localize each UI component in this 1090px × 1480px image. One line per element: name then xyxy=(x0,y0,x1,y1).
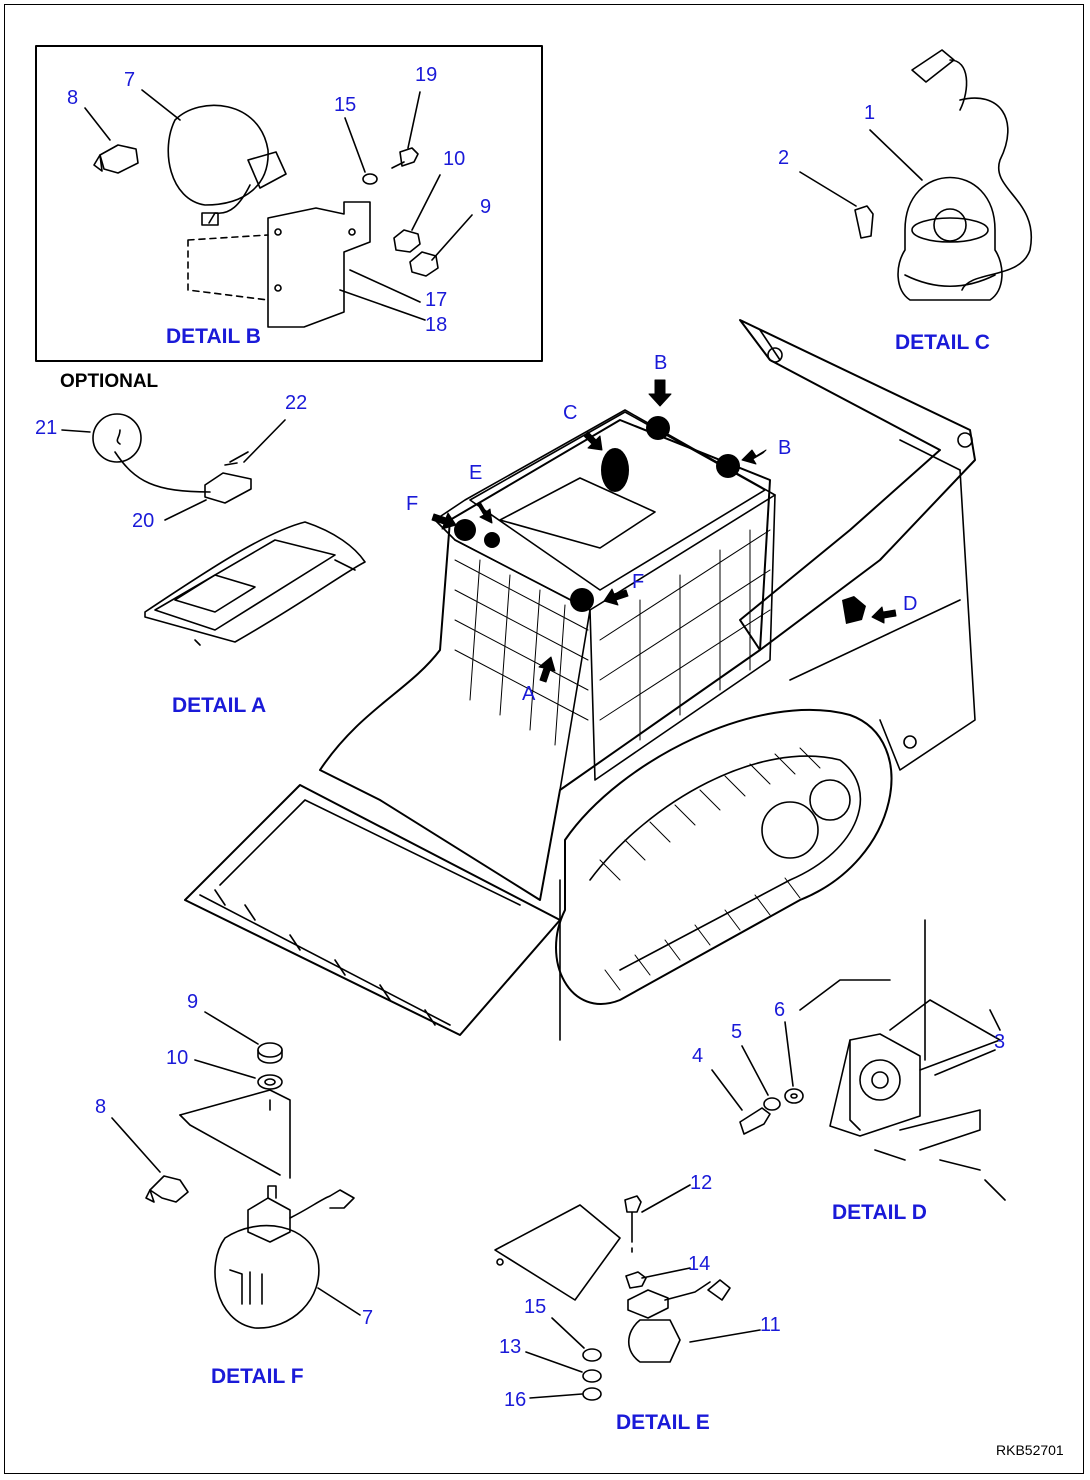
callout-b-18: 18 xyxy=(425,314,448,336)
callout-f-7: 7 xyxy=(362,1307,374,1329)
detail-d-drawing xyxy=(711,919,1006,1201)
detail-e-label: DETAIL E xyxy=(616,1411,710,1434)
optional-label: OPTIONAL xyxy=(60,371,159,392)
detail-c-drawing xyxy=(799,49,1033,301)
detail-d-label: DETAIL D xyxy=(832,1201,927,1224)
callout-e-16: 16 xyxy=(504,1389,527,1411)
callout-e-15: 15 xyxy=(524,1296,547,1318)
detail-a-label: DETAIL A xyxy=(172,694,267,717)
detail-a-drawing xyxy=(144,521,366,646)
callout-d-5: 5 xyxy=(731,1021,743,1043)
marker-f-right: F xyxy=(632,571,645,593)
detail-c-label: DETAIL C xyxy=(895,331,990,354)
marker-b-top: B xyxy=(654,352,668,374)
callout-d-3: 3 xyxy=(994,1031,1006,1053)
detail-f-label: DETAIL F xyxy=(211,1365,304,1388)
callout-e-13: 13 xyxy=(499,1336,522,1358)
marker-a: A xyxy=(522,683,536,705)
detail-b-label: DETAIL B xyxy=(166,325,261,348)
marker-c: C xyxy=(563,402,578,424)
page-border xyxy=(4,4,1084,1474)
callout-c-2: 2 xyxy=(778,147,790,169)
callout-b-10: 10 xyxy=(443,148,466,170)
detail-e-drawing xyxy=(494,1184,761,1401)
callout-opt-21: 21 xyxy=(35,417,58,439)
marker-b-right: B xyxy=(778,437,792,459)
callout-f-10: 10 xyxy=(166,1047,189,1069)
callout-b-7: 7 xyxy=(124,69,136,91)
callout-d-4: 4 xyxy=(692,1045,704,1067)
callout-b-8: 8 xyxy=(67,87,79,109)
callout-d-6: 6 xyxy=(774,999,786,1021)
detail-f-drawing xyxy=(111,1011,361,1329)
callout-e-11: 11 xyxy=(760,1314,781,1336)
callout-f-8: 8 xyxy=(95,1096,107,1118)
marker-e: E xyxy=(469,462,483,484)
marker-f-left: F xyxy=(406,493,419,515)
callout-b-9: 9 xyxy=(480,196,492,218)
callout-b-15: 15 xyxy=(334,94,357,116)
detail-b-drawing xyxy=(84,89,473,328)
callout-e-14: 14 xyxy=(688,1253,711,1275)
optional-switch-drawing xyxy=(61,413,286,521)
marker-d: D xyxy=(903,593,918,615)
callout-c-1: 1 xyxy=(864,102,876,124)
callout-b-17: 17 xyxy=(425,289,448,311)
drawing-code: RKB52701 xyxy=(996,1442,1064,1458)
callout-opt-20: 20 xyxy=(132,510,155,532)
callout-e-12: 12 xyxy=(690,1172,713,1194)
callout-b-19: 19 xyxy=(415,64,438,86)
detail-b-frame xyxy=(35,45,543,362)
callout-opt-22: 22 xyxy=(285,392,308,414)
track-loader-drawing xyxy=(184,319,976,1041)
callout-f-9: 9 xyxy=(187,991,199,1013)
